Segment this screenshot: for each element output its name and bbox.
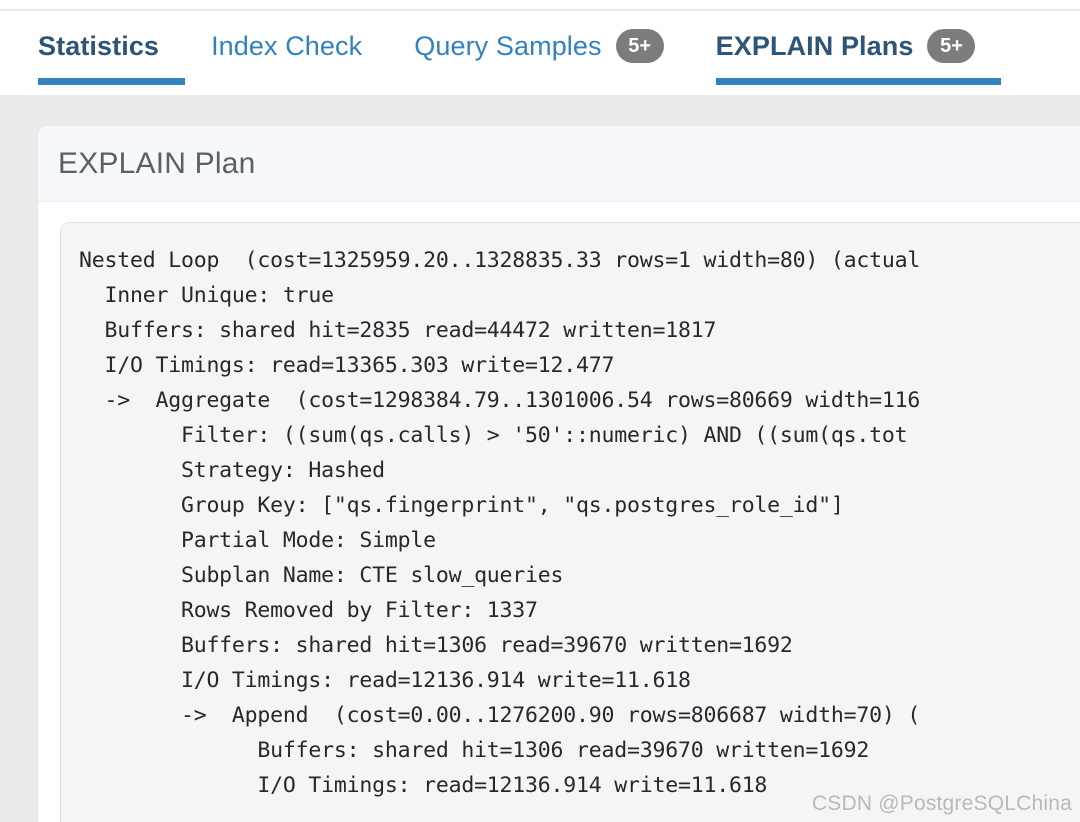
- card-header: EXPLAIN Plan: [38, 126, 1080, 202]
- top-divider: [0, 0, 1080, 10]
- explain-plan-card: EXPLAIN Plan Nested Loop (cost=1325959.2…: [38, 126, 1080, 822]
- tab-index-check-label: Index Check: [211, 30, 363, 61]
- card-body: Nested Loop (cost=1325959.20..1328835.33…: [38, 202, 1080, 822]
- explain-plan-codeblock[interactable]: Nested Loop (cost=1325959.20..1328835.33…: [60, 222, 1080, 822]
- tab-explain-plans-label: EXPLAIN Plans: [715, 30, 914, 61]
- tab-query-samples[interactable]: Query Samples 5+: [414, 11, 689, 95]
- tab-index-check[interactable]: Index Check: [211, 11, 388, 95]
- tab-query-samples-label: Query Samples: [414, 30, 602, 61]
- tab-statistics[interactable]: Statistics: [38, 11, 186, 95]
- explain-plan-text: Nested Loop (cost=1325959.20..1328835.33…: [79, 248, 921, 798]
- tab-statistics-underline: [38, 78, 186, 85]
- tab-explain-plans-badge: 5+: [927, 29, 976, 63]
- tab-query-samples-badge: 5+: [615, 29, 664, 63]
- tab-bar: Statistics Index Check Query Samples 5+ …: [0, 11, 1080, 95]
- tab-statistics-label: Statistics: [38, 30, 160, 61]
- tab-explain-plans[interactable]: EXPLAIN Plans 5+: [715, 11, 1002, 95]
- page-title: EXPLAIN Plan: [58, 146, 256, 180]
- tab-explain-plans-underline: [715, 78, 1002, 85]
